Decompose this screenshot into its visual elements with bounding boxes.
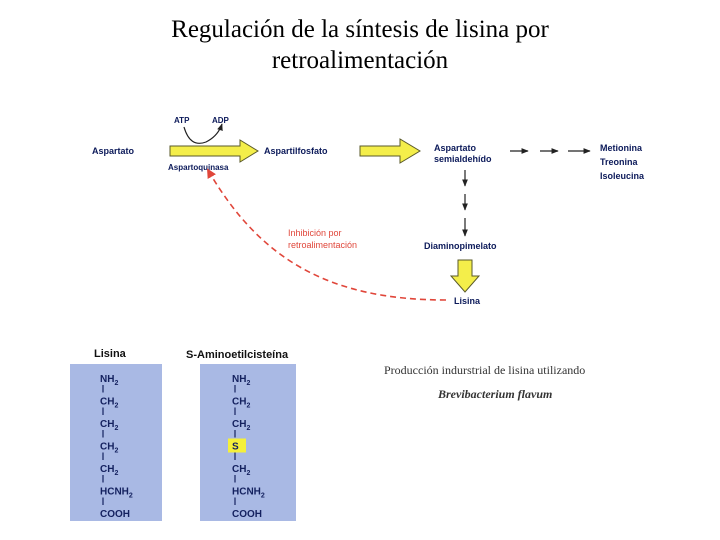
label-aspartoquinasa: Aspartoquinasa <box>168 163 229 172</box>
sulfur-highlight <box>228 438 246 453</box>
mol-group-7: COOH <box>100 509 130 520</box>
label-aspartato-2: Aspartato <box>434 143 477 153</box>
mol-group-1: NH2 <box>232 374 250 387</box>
label-aspartilfosfato: Aspartilfosfato <box>264 146 328 156</box>
aminoetil-panel-title: S-Aminoetilcisteína <box>186 349 289 361</box>
product-isoleucina: Isoleucina <box>600 171 645 181</box>
product-metionina: Metionina <box>600 143 643 153</box>
mol-group-2: CH2 <box>232 397 250 410</box>
mol-group-6: HCNH2 <box>232 487 265 500</box>
caption-line-2: Brevibacterium flavum <box>437 387 552 401</box>
mol-group-5: CH2 <box>232 464 250 477</box>
yellow-arrow-1 <box>169 139 259 163</box>
label-atp: ATP <box>174 116 190 125</box>
mol-group-3: CH2 <box>232 419 250 432</box>
label-diaminopimelato: Diaminopimelato <box>424 241 497 251</box>
label-inhibicion: Inhibición por <box>288 228 342 238</box>
mol-group-2: CH2 <box>100 397 118 410</box>
label-adp: ADP <box>212 116 230 125</box>
mol-group-1: NH2 <box>100 374 118 387</box>
inhibition-curve <box>207 168 447 301</box>
title-line-1: Regulación de la síntesis de lisina por <box>171 16 549 43</box>
title-line-2: retroalimentación <box>271 47 449 74</box>
lisina-panel-title: Lisina <box>94 348 127 360</box>
mol-group-6: HCNH2 <box>100 487 133 500</box>
lisina-panel <box>70 364 162 521</box>
aminoetil-panel <box>200 364 296 521</box>
mol-group-5: CH2 <box>100 464 118 477</box>
label-lisina-product: Lisina <box>454 296 481 306</box>
mol-group-4: CH2 <box>100 442 118 455</box>
caption-line-1: Producción indurstrial de lisina utiliza… <box>384 363 585 377</box>
yellow-arrow-down <box>449 259 481 293</box>
mol-group-3: CH2 <box>100 419 118 432</box>
mol-group-7: COOH <box>232 509 262 520</box>
label-aspartato: Aspartato <box>92 146 135 156</box>
label-semialdehido: semialdehído <box>434 154 492 164</box>
mol-group-4: S <box>232 442 239 453</box>
product-treonina: Treonina <box>600 157 639 167</box>
label-retroalimentacion: retroalimentación <box>288 240 357 250</box>
yellow-arrow-2 <box>359 138 421 164</box>
slide-title: Regulación de la síntesis de lisina por … <box>0 14 720 76</box>
atp-adp-arrow <box>183 123 223 144</box>
